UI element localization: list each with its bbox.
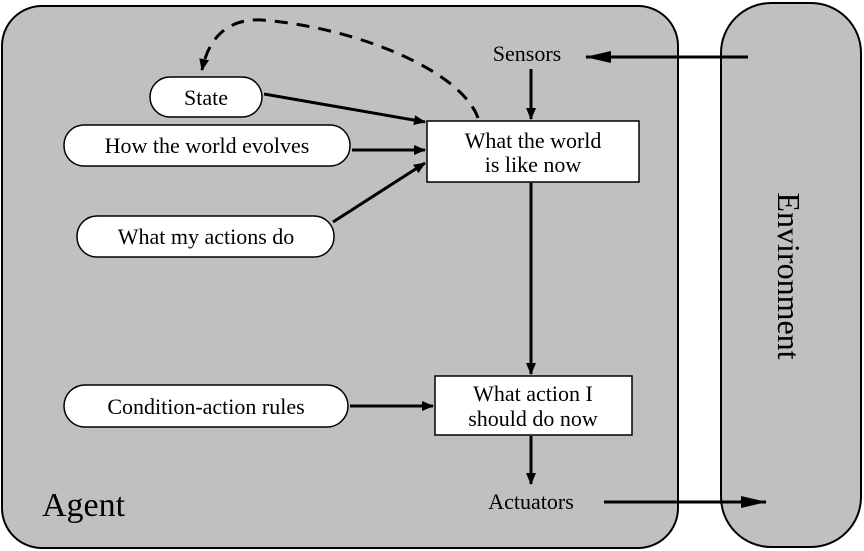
state-to-world-arrow bbox=[263, 92, 426, 126]
rules-label: Condition-action rules bbox=[107, 394, 304, 419]
my-actions-oval: What my actions do bbox=[76, 215, 335, 258]
sensors-label: Sensors bbox=[493, 41, 561, 66]
rules-oval: Condition-action rules bbox=[63, 384, 349, 428]
actions-to-world-arrow bbox=[332, 161, 426, 224]
action-now-box: What action I should do now bbox=[434, 375, 633, 436]
world-now-line1: What the world bbox=[465, 128, 602, 153]
state-oval: State bbox=[149, 76, 263, 118]
environment-label: Environment bbox=[771, 192, 807, 359]
world-now-box: What the world is like now bbox=[426, 120, 640, 183]
my-actions-label: What my actions do bbox=[118, 224, 295, 249]
actuators-label: Actuators bbox=[488, 489, 574, 514]
environment-panel: Environment bbox=[720, 2, 862, 548]
state-label: State bbox=[184, 85, 228, 110]
world-evolves-oval: How the world evolves bbox=[63, 124, 351, 167]
action-now-line2: should do now bbox=[468, 406, 598, 431]
action-now-line1: What action I bbox=[473, 381, 593, 406]
world-now-line2: is like now bbox=[485, 152, 582, 177]
world-to-state-dashed-arrow bbox=[199, 18, 480, 119]
world-evolves-label: How the world evolves bbox=[105, 133, 310, 158]
agent-panel: Agent bbox=[1, 5, 679, 549]
agent-label: Agent bbox=[42, 487, 126, 524]
